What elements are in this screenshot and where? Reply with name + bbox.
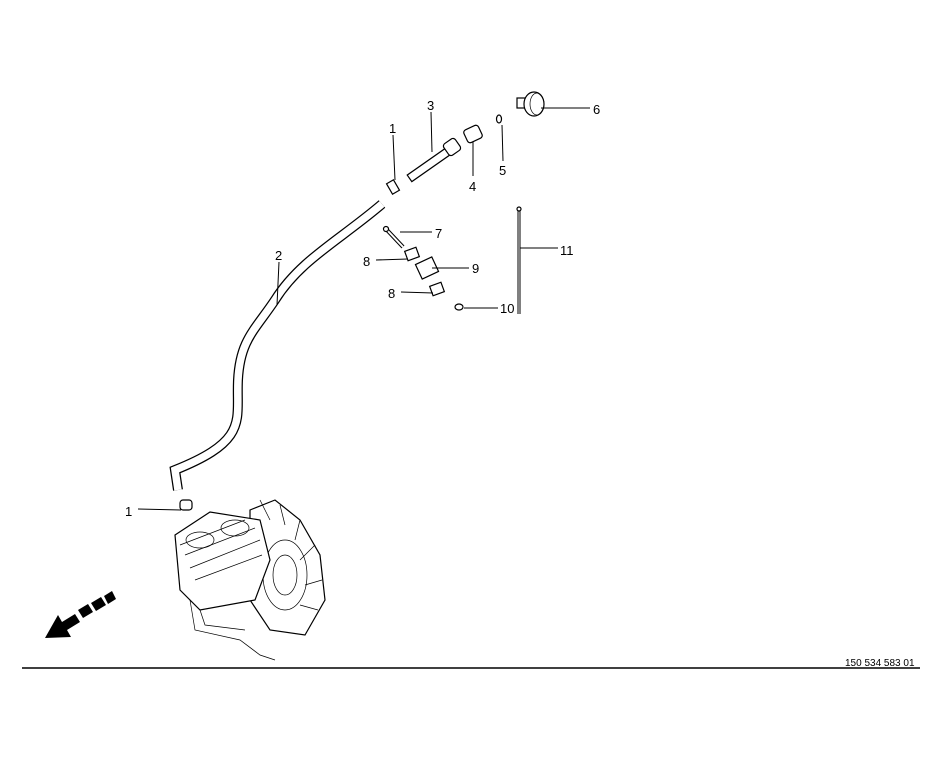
o-ring-part-5	[495, 114, 503, 124]
callout-7: 7	[435, 226, 442, 241]
cap-part-6	[516, 91, 545, 117]
bolt-part-7	[382, 225, 405, 249]
nut-part-4	[463, 124, 483, 144]
drawing-part-number: 150 534 583 01	[845, 658, 915, 669]
callout-8-upper: 8	[363, 254, 370, 269]
hose-part-2	[169, 200, 386, 491]
callout-5: 5	[499, 163, 506, 178]
leader-lines	[137, 107, 590, 511]
compressor-engine-illustration	[174, 499, 326, 661]
cable-tie-part-11	[516, 206, 522, 314]
block-part-9	[414, 256, 440, 280]
clamp-part-8-lower	[428, 281, 446, 297]
callout-2: 2	[275, 248, 282, 263]
callout-8-lower: 8	[388, 286, 395, 301]
fitting-part-1-bottom	[179, 499, 193, 511]
fitting-part-1-top	[385, 178, 401, 196]
callout-4: 4	[469, 179, 476, 194]
callout-3: 3	[427, 98, 434, 113]
clamp-part-8-upper	[403, 246, 421, 262]
callout-9: 9	[472, 261, 479, 276]
nut-part-10	[454, 303, 464, 311]
callout-1-bottom: 1	[125, 504, 132, 519]
callout-11: 11	[560, 243, 574, 258]
pipe-part-3	[406, 137, 462, 183]
direction-arrow-icon	[45, 591, 116, 638]
callout-6: 6	[593, 102, 600, 117]
callout-1-top: 1	[389, 121, 396, 136]
callout-10: 10	[500, 301, 514, 316]
